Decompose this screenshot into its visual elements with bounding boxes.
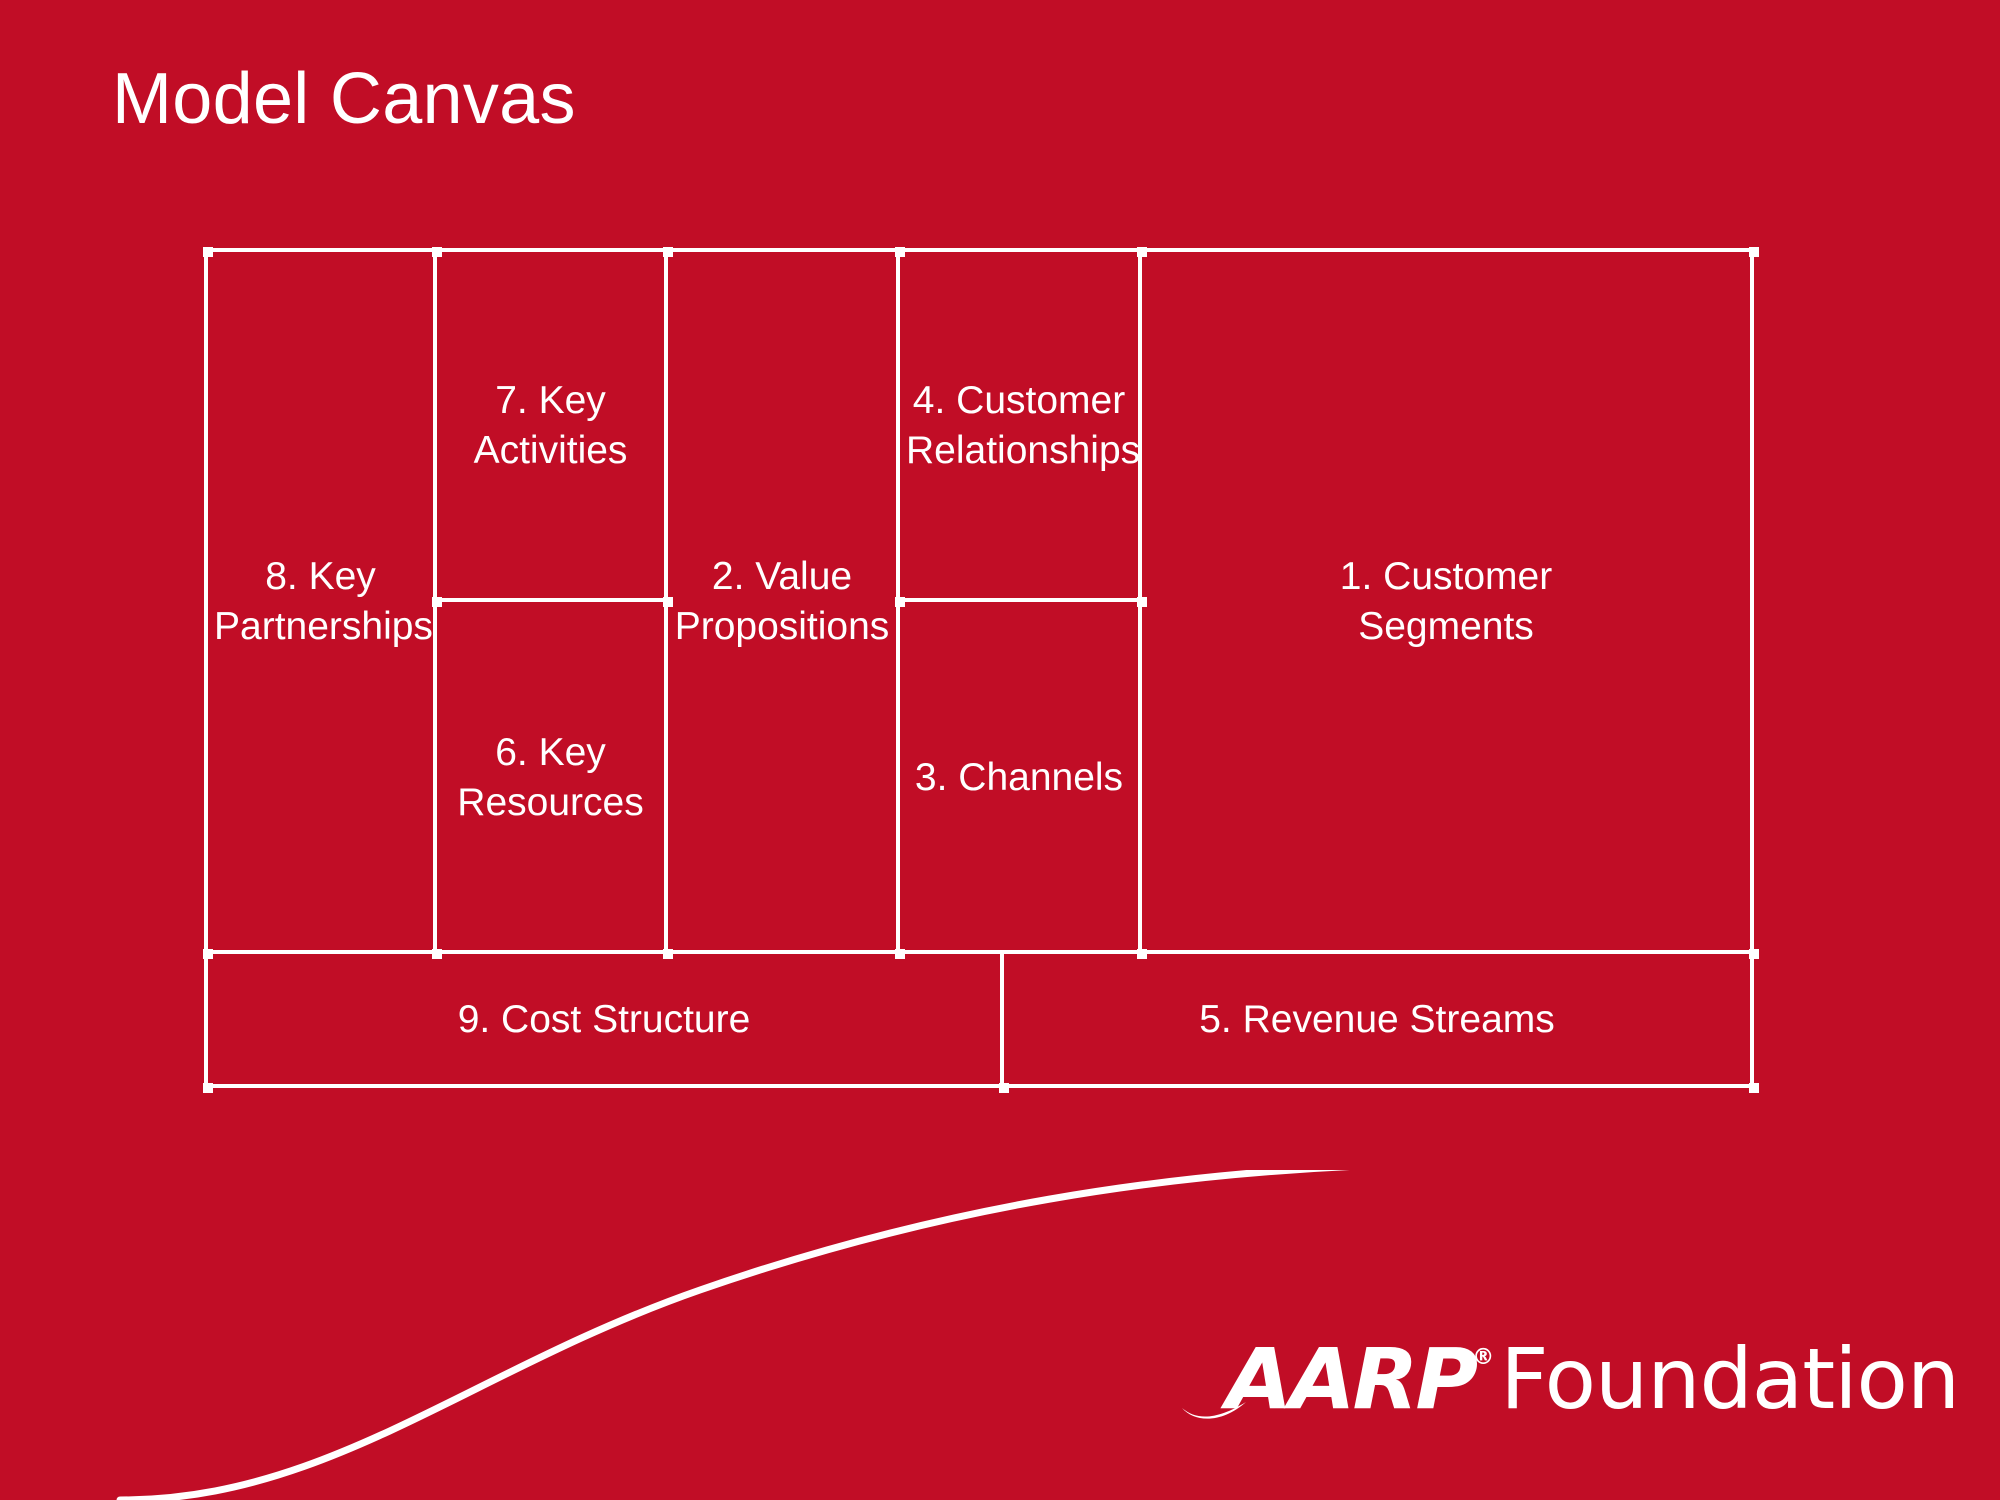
grid-node (663, 247, 673, 257)
canvas-cell-label: 3. Channels (914, 756, 1124, 800)
grid-line-right-edge (1750, 248, 1754, 1088)
aarp-swish-icon (1182, 1402, 1246, 1419)
grid-node (432, 597, 442, 607)
grid-node (999, 1083, 1009, 1093)
logo-brand-text: AARP (1226, 1330, 1478, 1428)
canvas-cell-cost-structure[interactable]: 9. Cost Structure (208, 956, 1000, 1084)
aarp-foundation-logo: AARP ® Foundation (1182, 1330, 1960, 1428)
grid-node (203, 247, 213, 257)
grid-node (663, 949, 673, 959)
grid-node (1749, 949, 1759, 959)
grid-node (1749, 1083, 1759, 1093)
grid-node (432, 247, 442, 257)
grid-node (895, 597, 905, 607)
page-title: Model Canvas (112, 59, 576, 139)
canvas-cell-label: 9. Cost Structure (457, 998, 751, 1042)
grid-node (1137, 949, 1147, 959)
grid-node (1137, 597, 1147, 607)
logo-suffix-text: Foundation (1500, 1330, 1960, 1428)
registered-trademark-icon: ® (1472, 1345, 1495, 1370)
grid-node (895, 247, 905, 257)
grid-node (895, 949, 905, 959)
grid-node (1137, 247, 1147, 257)
grid-line-activities-resources (433, 598, 664, 602)
canvas-cell-channels[interactable]: 3. Channels (900, 604, 1138, 952)
grid-node (203, 1083, 213, 1093)
grid-line-left-edge (204, 248, 208, 1088)
grid-line-costrow-divider (1000, 950, 1004, 1088)
grid-node (663, 597, 673, 607)
canvas-cell-label: 5. Revenue Streams (1199, 998, 1555, 1042)
grid-line-top (204, 248, 1754, 252)
grid-node (1749, 247, 1759, 257)
grid-line-bottom (204, 1084, 1754, 1088)
canvas-cell-revenue-streams[interactable]: 5. Revenue Streams (1004, 956, 1750, 1084)
grid-node (432, 949, 442, 959)
grid-line-mid-bottom (204, 950, 1754, 954)
grid-line-relationships-channels (896, 598, 1138, 602)
grid-node (203, 949, 213, 959)
